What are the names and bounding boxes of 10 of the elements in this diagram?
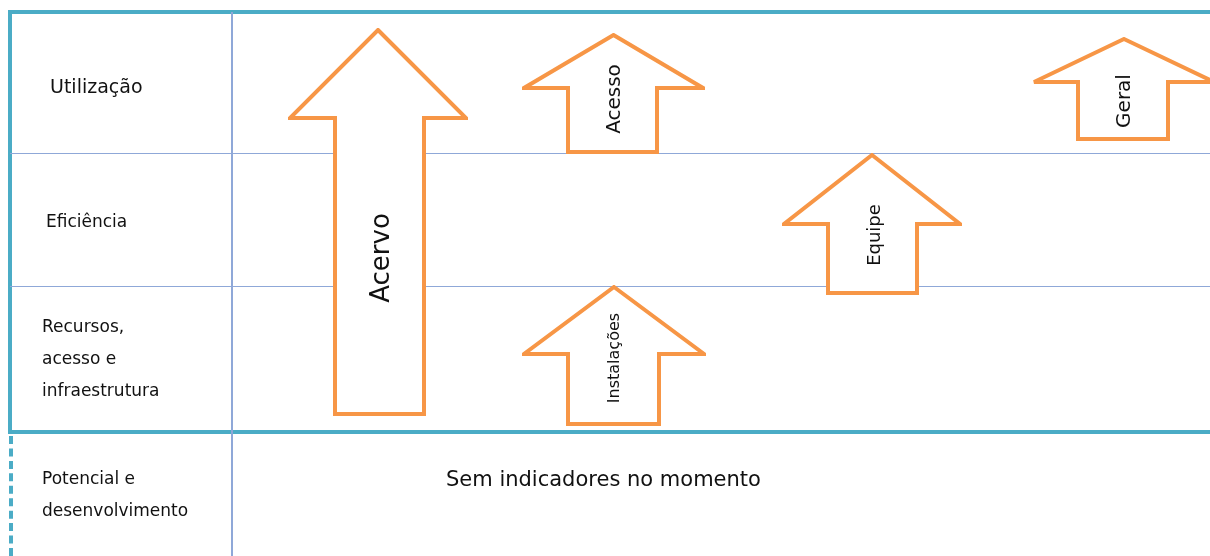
row-label: Recursos, acesso e infraestrutura (42, 315, 161, 402)
arrow-label: Acesso (600, 64, 625, 134)
row-label: Utilização (50, 74, 144, 99)
arrow-label: Geral (1111, 74, 1135, 128)
row-label: Eficiência (46, 210, 129, 233)
arrow-label: Instalações (603, 312, 623, 404)
row-label: Sem indicadores no momento (446, 466, 762, 493)
row-label: Potencial e desenvolvimento (42, 467, 190, 522)
arrow-label: Acervo (364, 213, 394, 303)
arrow-label: Equipe (862, 204, 883, 266)
